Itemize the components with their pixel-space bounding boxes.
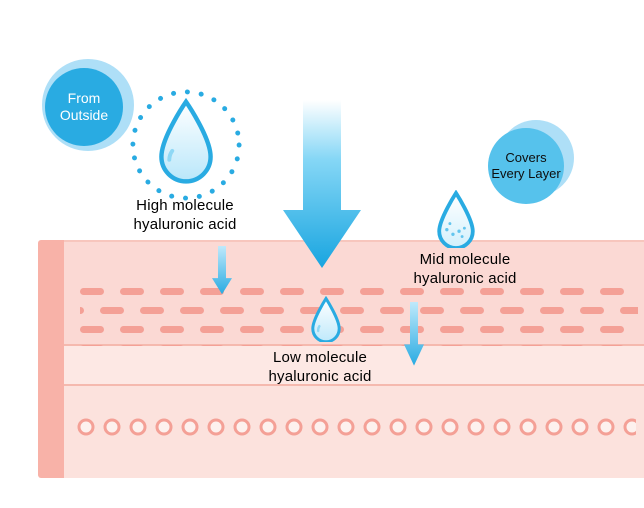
skin-cells-circles bbox=[74, 412, 636, 444]
skin-cells-dashes bbox=[80, 288, 638, 346]
small-down-arrow-mid-icon bbox=[404, 302, 424, 368]
high-molecule-droplet-icon bbox=[127, 86, 245, 204]
high-molecule-label: High molecule hyaluronic acid bbox=[95, 196, 275, 234]
badge-text-line: Every Layer bbox=[491, 166, 561, 181]
label-line: Mid molecule bbox=[419, 251, 511, 268]
badge-text-line: From bbox=[67, 90, 101, 106]
skin-layer-top bbox=[64, 240, 644, 346]
label-line: High molecule bbox=[136, 197, 234, 214]
from-outside-badge-text: From Outside bbox=[60, 90, 108, 124]
label-line: hyaluronic acid bbox=[133, 216, 237, 233]
badge-core: Covers Every Layer bbox=[488, 128, 564, 204]
label-line: hyaluronic acid bbox=[413, 270, 517, 287]
low-molecule-label: Low molecule hyaluronic acid bbox=[225, 348, 415, 386]
badge-text-line: Outside bbox=[59, 107, 109, 123]
covers-badge-text: Covers Every Layer bbox=[491, 150, 560, 182]
skin-edge-strip bbox=[38, 240, 64, 478]
mid-molecule-droplet-icon bbox=[433, 190, 479, 248]
covers-every-layer-badge: Covers Every Layer bbox=[488, 120, 574, 204]
label-line: Low molecule bbox=[272, 349, 368, 366]
skin-layer-middle bbox=[64, 346, 644, 384]
skin-layer-bottom bbox=[64, 384, 644, 478]
badge-core: From Outside bbox=[45, 68, 123, 146]
big-down-arrow-icon bbox=[282, 100, 362, 270]
label-line: hyaluronic acid bbox=[268, 368, 372, 385]
badge-text-line: Covers bbox=[505, 150, 547, 165]
low-molecule-droplet-icon bbox=[308, 296, 344, 342]
mid-molecule-label: Mid molecule hyaluronic acid bbox=[370, 250, 560, 288]
from-outside-badge: From Outside bbox=[42, 59, 134, 151]
small-down-arrow-high-icon bbox=[212, 246, 232, 296]
